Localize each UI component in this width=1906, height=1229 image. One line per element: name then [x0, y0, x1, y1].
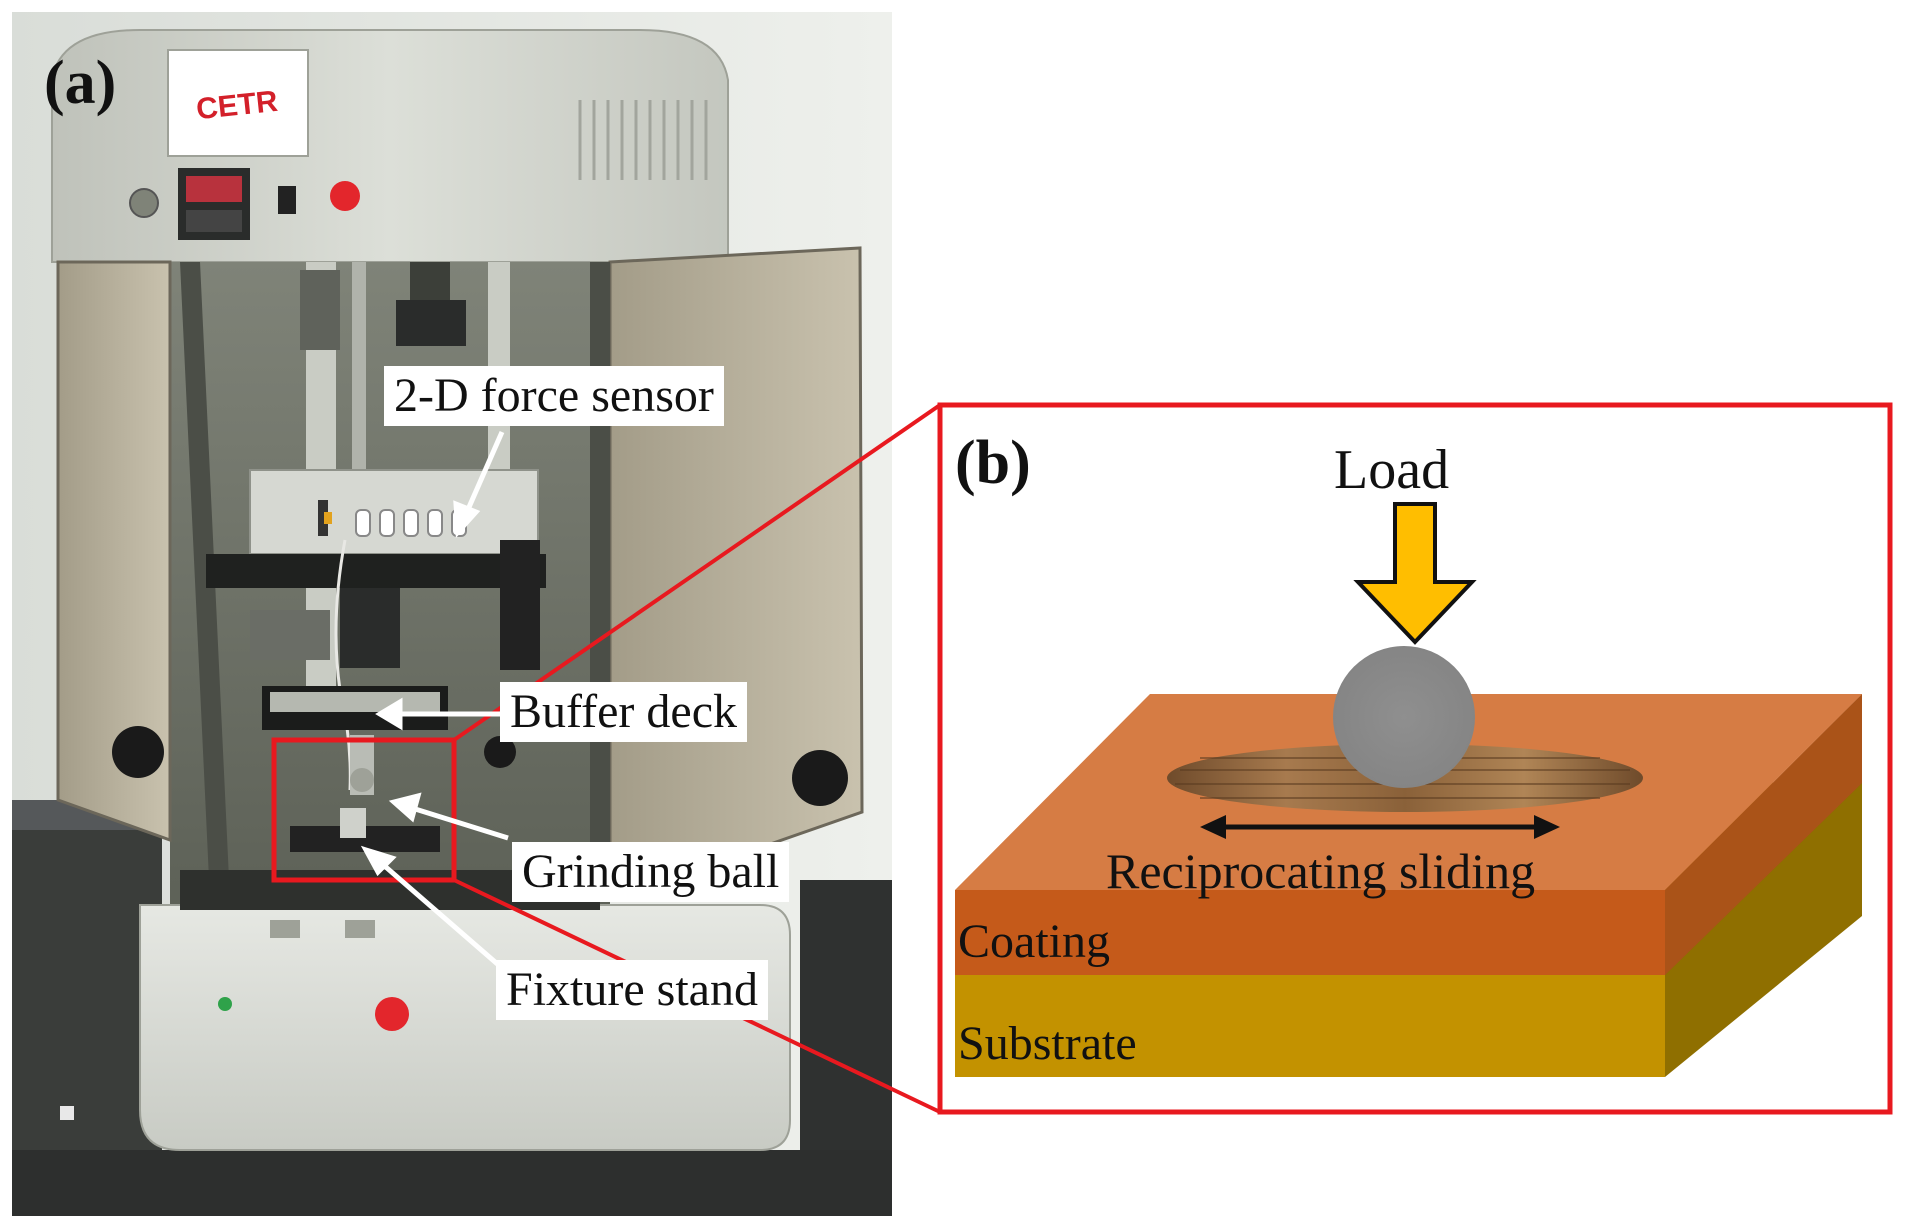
base-red-button-icon: [375, 997, 409, 1031]
callout-fixture-stand: Fixture stand: [496, 960, 768, 1020]
left-door-knob-icon: [112, 726, 164, 778]
power-switch-icon: [278, 186, 296, 214]
load-arrow-icon: [1353, 502, 1477, 645]
panel-a-label: (a): [44, 49, 117, 117]
grinding-ball: [1333, 646, 1475, 788]
green-led-icon: [218, 997, 232, 1011]
callout-arrows: [360, 430, 509, 970]
callout-grinding-ball: Grinding ball: [512, 842, 790, 902]
highlight-box: [271, 737, 457, 883]
callout-buffer-deck: Buffer deck: [500, 682, 748, 742]
vent-grille: [578, 100, 708, 180]
motion-label: Reciprocating sliding: [1106, 843, 1536, 899]
brand-badge: [167, 49, 309, 157]
red-button-icon: [330, 181, 360, 211]
schematic-panel-b: [937, 402, 1893, 1115]
substrate-front: [955, 975, 1665, 1077]
callout-force-sensor: 2-D force sensor: [384, 366, 724, 426]
substrate-label: Substrate: [958, 1017, 1137, 1070]
indicator-lamp-icon: [129, 188, 159, 218]
right-door-knob-icon: [792, 750, 848, 806]
panel-b-label: (b): [955, 429, 1031, 497]
load-label: Load: [1334, 439, 1450, 501]
coating-label: Coating: [958, 915, 1110, 968]
photo-panel-a: CETR: [12, 12, 892, 1216]
coating-front: [955, 890, 1665, 975]
